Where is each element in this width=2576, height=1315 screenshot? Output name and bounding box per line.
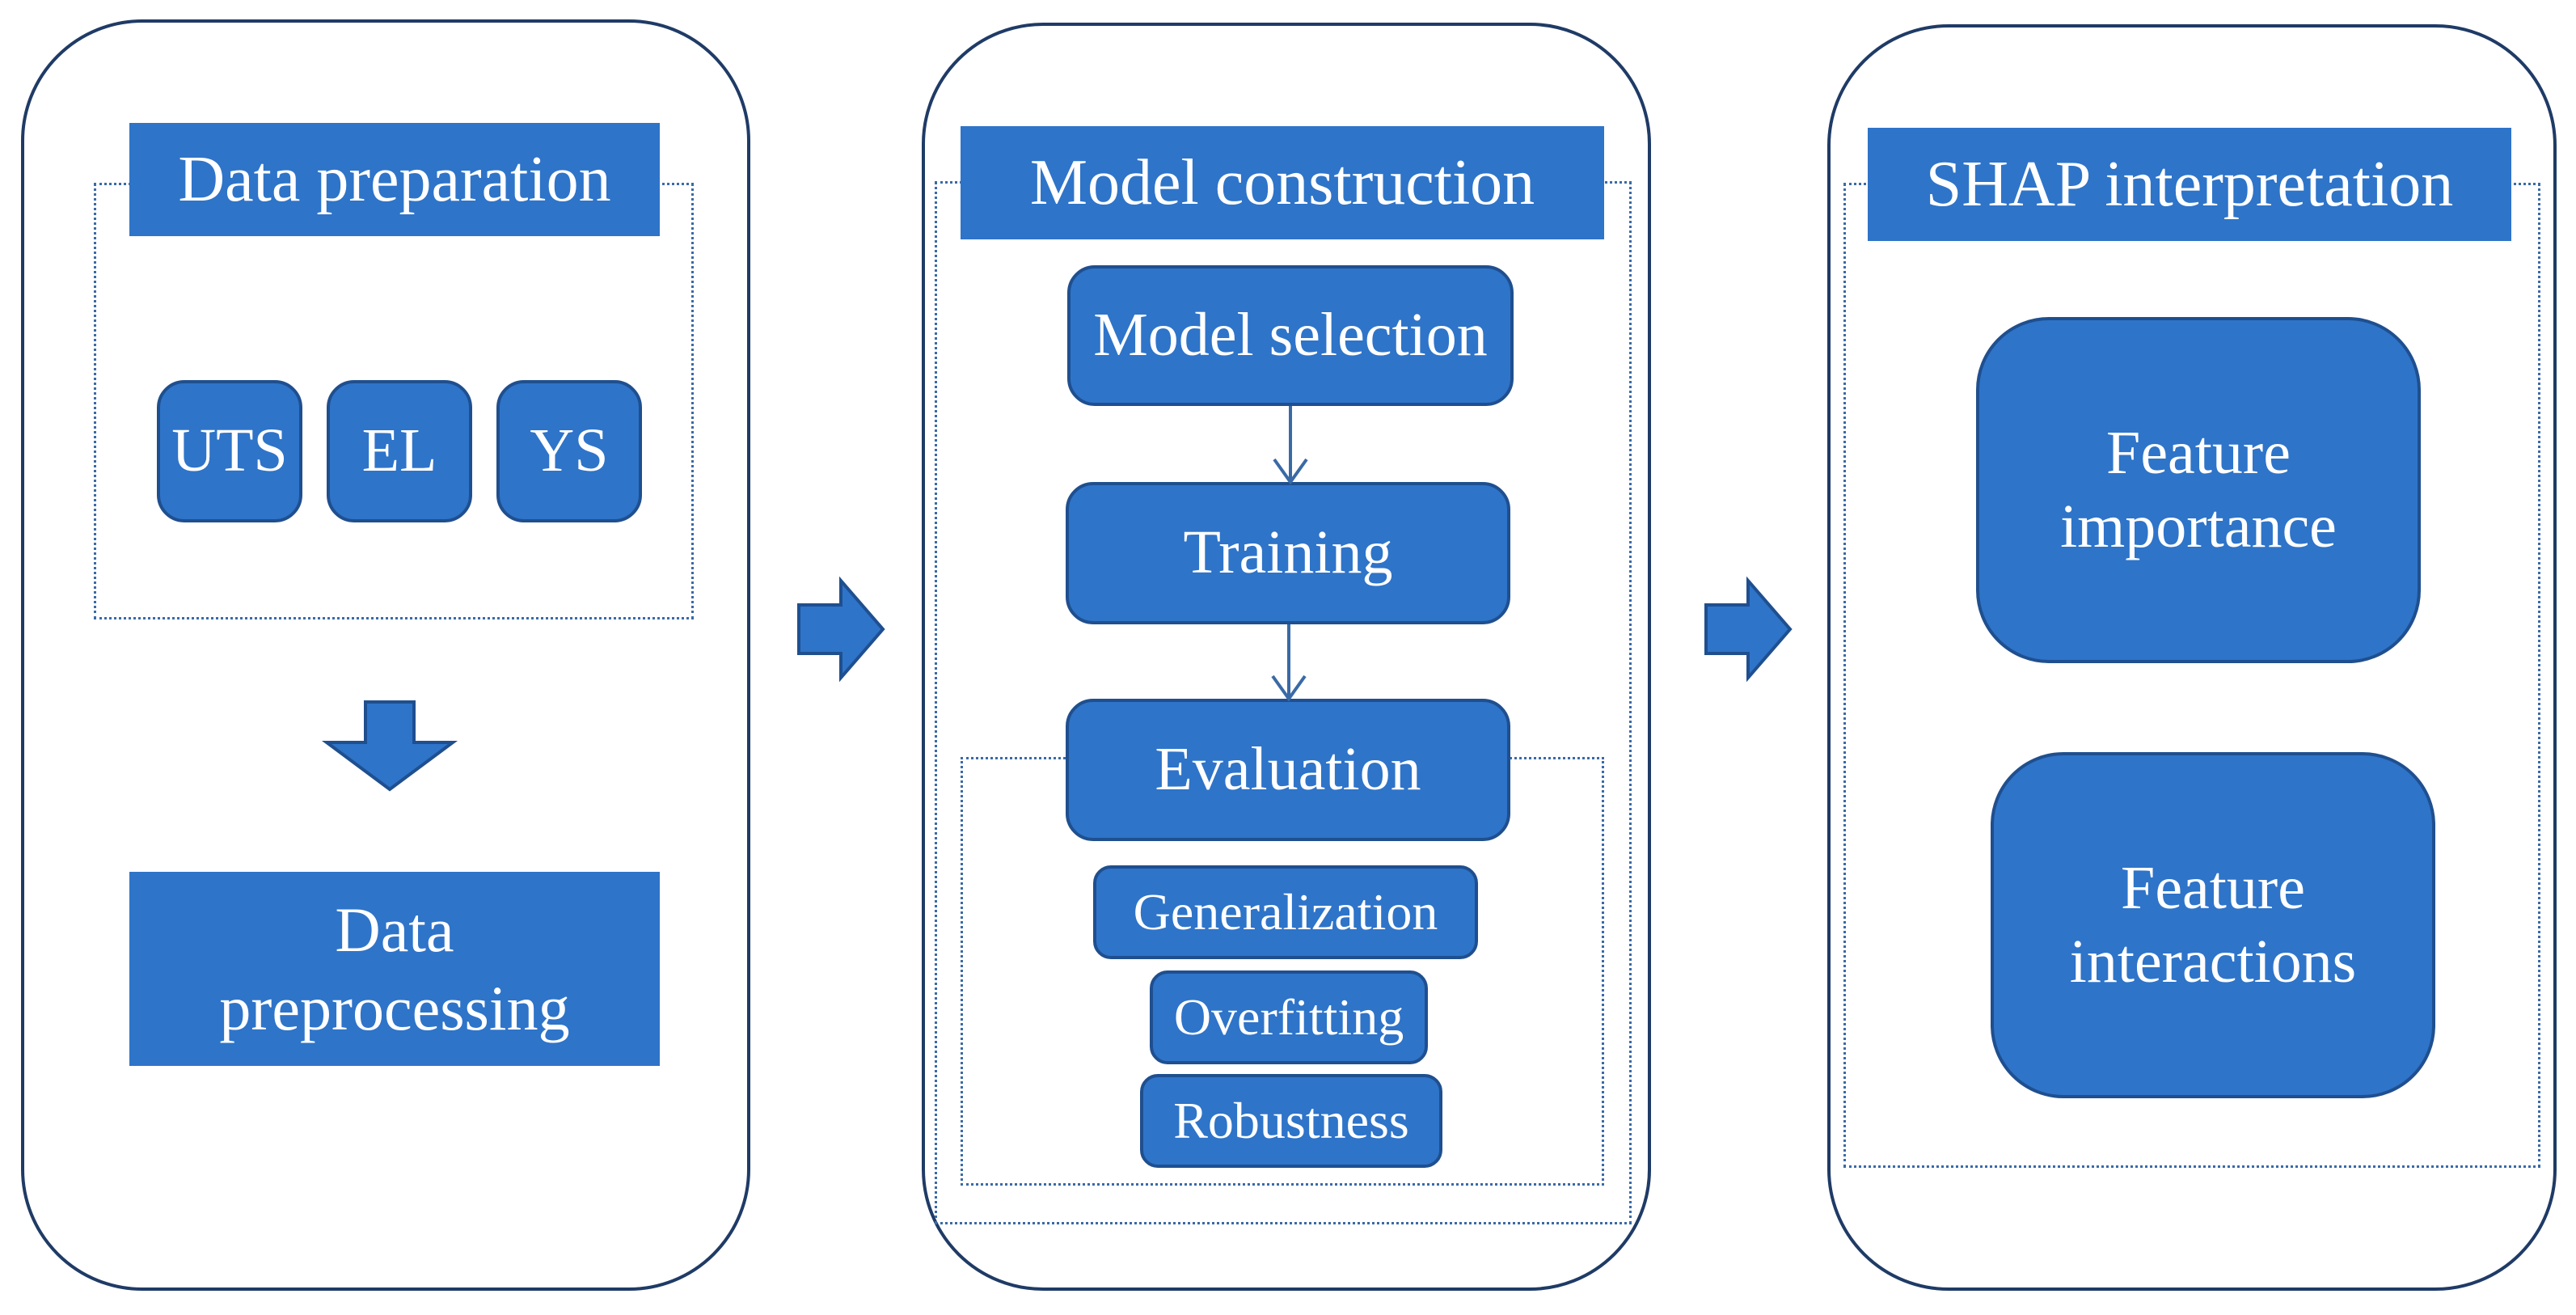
right-arrow-1 xyxy=(797,576,885,683)
training-box: Training xyxy=(1066,482,1510,624)
model-selection-box: Model selection xyxy=(1067,265,1514,406)
data-preparation-header: Data preparation xyxy=(129,123,660,236)
down-arrow xyxy=(321,700,458,792)
shap-interpretation-header: SHAP interpretation xyxy=(1868,128,2511,241)
connector-arrow-2 xyxy=(1271,624,1307,702)
target-el: EL xyxy=(327,380,472,522)
overfitting-box: Overfitting xyxy=(1150,970,1428,1064)
evaluation-box: Evaluation xyxy=(1066,699,1510,841)
data-preprocessing-box: Data preprocessing xyxy=(129,872,660,1066)
generalization-box: Generalization xyxy=(1093,865,1478,959)
target-uts: UTS xyxy=(157,380,302,522)
robustness-box: Robustness xyxy=(1140,1074,1442,1168)
connector-arrow-1 xyxy=(1273,406,1308,485)
target-ys: YS xyxy=(496,380,642,522)
feature-importance-box: Feature importance xyxy=(1976,317,2421,663)
right-arrow-2 xyxy=(1704,576,1793,683)
feature-interactions-box: Feature interactions xyxy=(1991,752,2435,1098)
model-construction-header: Model construction xyxy=(961,126,1604,239)
